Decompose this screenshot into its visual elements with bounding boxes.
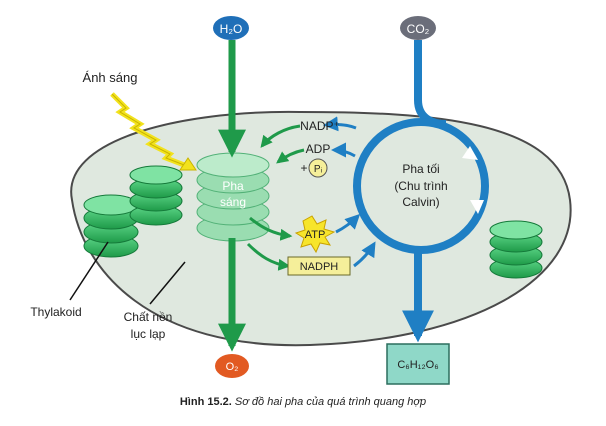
water-label: H₂O — [220, 22, 243, 36]
co2-flow-arrow — [414, 40, 447, 128]
light-phase-granum — [196, 152, 270, 242]
nadph-box — [287, 256, 351, 276]
glucose-box — [386, 343, 450, 385]
nadp-plus-label: NADP⁺ — [300, 119, 340, 133]
dark-phase-label-line2: (Chu trình — [394, 179, 447, 193]
atp-burst-icon — [294, 215, 336, 254]
thylakoid-label: Thylakoid — [30, 305, 81, 319]
oxygen-node — [215, 354, 249, 378]
glucose-label: C₆H₁₂O₆ — [397, 359, 438, 371]
light-phase-label-line1: Pha — [222, 179, 244, 193]
stroma-label-line2: lục lạp — [131, 327, 166, 341]
plus-label: + — [300, 161, 307, 175]
light-phase-label-line2: sáng — [220, 195, 246, 209]
oxygen-label: O₂ — [226, 361, 239, 373]
thylakoid-stack-right — [489, 220, 543, 279]
adp-label: ADP — [306, 142, 331, 156]
nadp-return-arrow — [260, 124, 301, 148]
figure-caption-text: Sơ đồ hai pha của quá trình quang hợp — [234, 396, 427, 408]
atp-label: ATP — [305, 229, 326, 241]
atp-flow-arrow — [249, 216, 293, 241]
co2-label: CO₂ — [407, 22, 430, 36]
thylakoid-stack-middle — [129, 165, 183, 226]
nadph-label: NADPH — [300, 261, 339, 273]
stroma-label-line1: Chất nền — [124, 310, 173, 324]
light-label: Ánh sáng — [83, 70, 138, 85]
figure-caption: Hình 15.2. Sơ đồ hai pha của quá trình q… — [0, 396, 606, 408]
dark-phase-label-line1: Pha tối — [402, 162, 439, 176]
nadph-flow-arrow — [246, 242, 291, 271]
adp-return-arrow — [276, 148, 305, 164]
thylakoid-leader-line — [69, 241, 109, 301]
phosphate-circle — [308, 158, 328, 178]
figure-caption-label: Hình 15.2. — [179, 396, 232, 408]
water-node — [213, 16, 249, 40]
dark-phase-label-line3: Calvin) — [402, 195, 439, 209]
thylakoid-stack-left — [83, 194, 139, 258]
co2-node — [400, 16, 436, 40]
stroma-leader-line — [149, 261, 186, 305]
phosphate-label: Pᵢ — [314, 164, 323, 175]
